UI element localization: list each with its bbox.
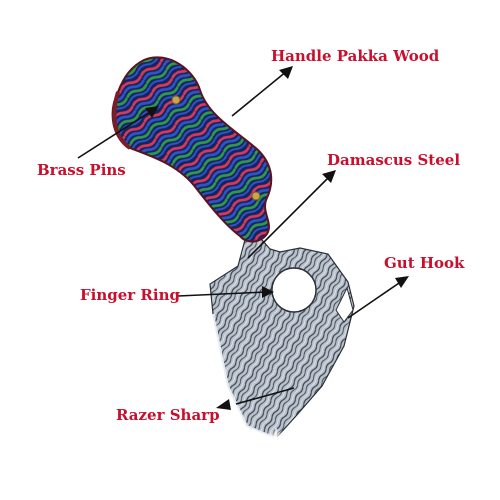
label-damascus-steel: Damascus Steel: [327, 151, 461, 169]
brass-pin-top: [171, 95, 181, 105]
arrow-razer-sharp-head: [216, 399, 231, 410]
arrow-finger-ring: [177, 291, 267, 297]
label-brass-pins: Brass Pins: [37, 161, 126, 179]
arrow-damascus-head: [322, 170, 336, 183]
label-handle-pakka-wood: Handle Pakka Wood: [271, 47, 440, 65]
arrow-damascus: [247, 175, 331, 259]
arrow-finger-ring-head: [262, 286, 274, 298]
arrow-gut-hook: [347, 280, 403, 319]
label-gut-hook: Gut Hook: [384, 254, 465, 272]
arrow-brass-pins-head: [145, 106, 159, 118]
pakka-wood-handle: [111, 56, 273, 243]
finger-ring-hole: [271, 267, 317, 313]
arrow-razer-sharp: [235, 387, 295, 405]
arrow-brass-pins: [77, 109, 154, 159]
arrow-handle: [231, 70, 288, 117]
arrow-gut-hook-head: [395, 276, 409, 288]
brass-pin-bottom: [251, 191, 261, 201]
label-razer-sharp: Razer Sharp: [116, 406, 220, 424]
damascus-blade: [209, 231, 355, 448]
arrow-handle-head: [279, 66, 293, 79]
callout-arrows: [77, 66, 409, 410]
label-finger-ring: Finger Ring: [80, 286, 180, 304]
